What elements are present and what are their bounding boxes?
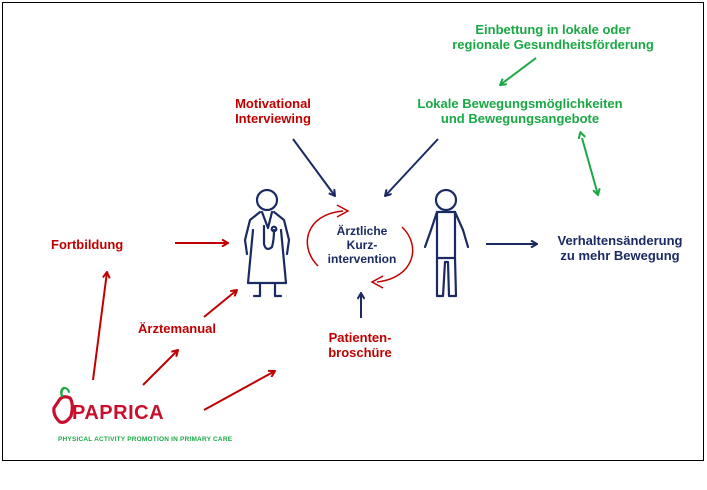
paprica-logo-text: PAPRICA <box>72 402 165 424</box>
arrow-aerztemanual-to-doctor <box>203 290 237 318</box>
cycle-arrows-icon <box>306 204 414 289</box>
doctor-icon <box>243 188 291 298</box>
paprica-tagline: PHYSICAL ACTIVITY PROMOTION IN PRIMARY C… <box>58 436 233 443</box>
motivational-label: Motivational Interviewing <box>235 96 311 126</box>
arrow-einbettung-to-lokale <box>500 57 537 85</box>
patient-icon <box>423 188 470 298</box>
arrow-motivational-to-center <box>292 138 335 196</box>
paprica-logo-icon <box>52 386 74 424</box>
arrow-lokale-to-center <box>385 138 439 196</box>
arrow-logo-to-patienten <box>203 371 275 411</box>
lokale-label: Lokale Bewegungsmöglichkeiten und Bewegu… <box>417 96 623 126</box>
patienten-label: Patienten- broschüre <box>328 330 392 360</box>
slide-frame <box>2 2 704 461</box>
verhalten-label: Verhaltensänderung zu mehr Bewegung <box>557 233 683 263</box>
einbettung-label: Einbettung in lokale oder regionale Gesu… <box>452 22 654 52</box>
arrow-logo-to-aerztemanual <box>142 350 178 386</box>
arrow-logo-to-fortbildung <box>92 272 107 381</box>
arrow-lokale-verhalten-bidirectional <box>582 138 598 195</box>
kurzintervention-label: Ärztliche Kurz- intervention <box>327 224 397 266</box>
aerztemanual-label: Ärztemanual <box>138 321 217 336</box>
fortbildung-label: Fortbildung <box>51 237 124 252</box>
